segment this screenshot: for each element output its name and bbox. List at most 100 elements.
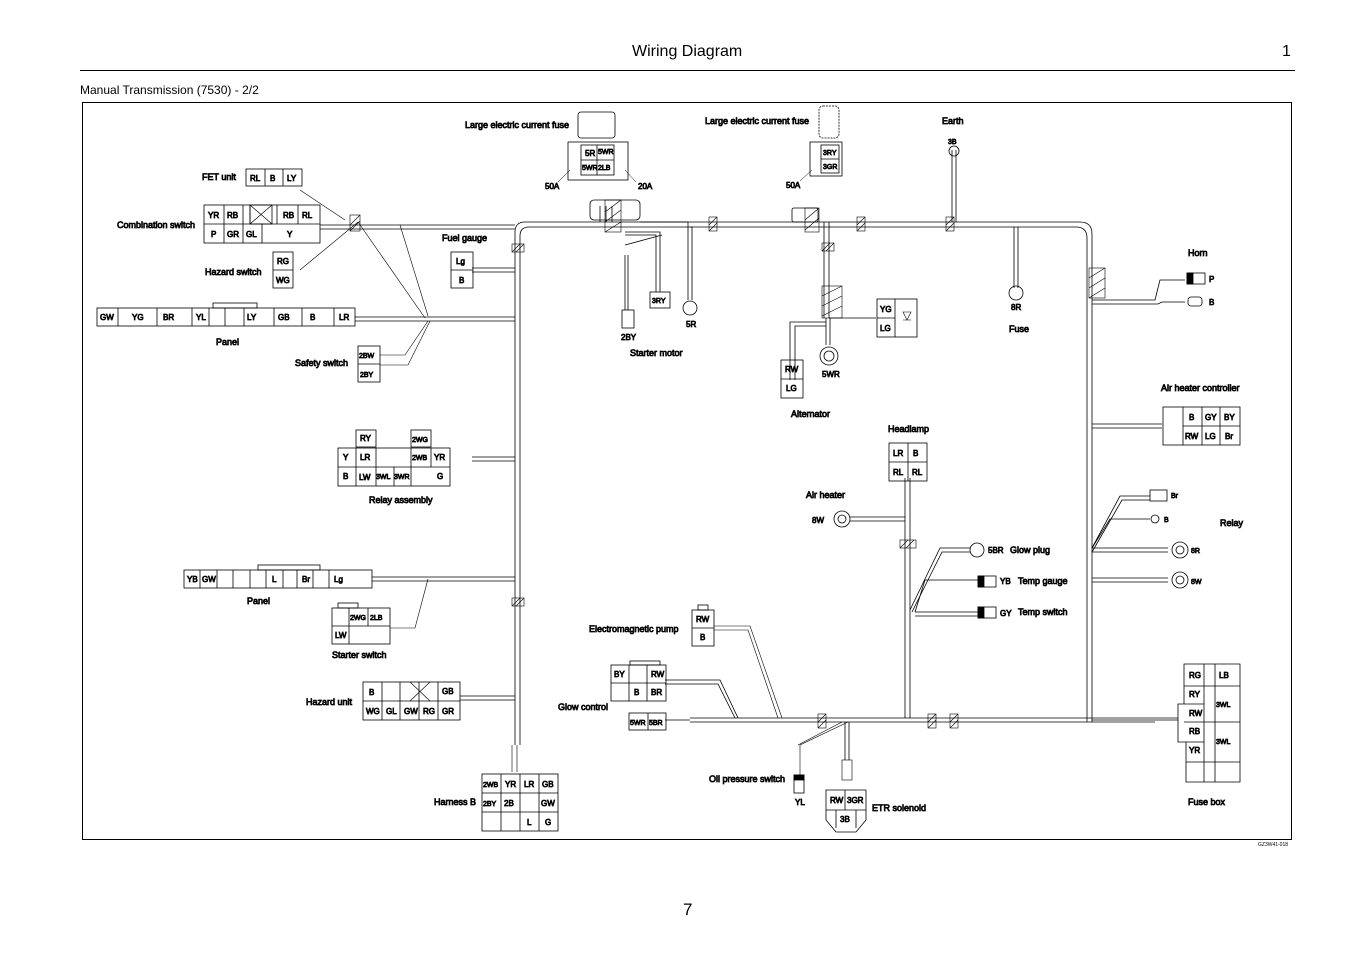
alt-wire-1: LG — [880, 324, 891, 333]
comb-r2-0: P — [211, 230, 216, 239]
comb-label: Combination switch — [117, 220, 195, 230]
glowctl-r3-1: 5BR — [649, 720, 663, 727]
harnessb-r3-3: G — [545, 818, 551, 827]
fbox-label: Fuse box — [1188, 797, 1226, 807]
empump-label: Electromagnetic pump — [589, 624, 679, 634]
hazunit-r1-4: GB — [442, 687, 454, 696]
ra-bot-1: LW — [359, 473, 371, 482]
head-cell-1: B — [913, 449, 918, 458]
panel2-cell-1: GW — [202, 575, 216, 584]
etr-cell-0: RW — [830, 796, 844, 805]
ra-label: Relay assembly — [369, 495, 433, 505]
fet-cell-1: B — [270, 174, 275, 183]
air-heater: 8W Air heater — [806, 490, 851, 528]
fuse1-rating-left: 50A — [545, 182, 560, 191]
large-fuse-1: 5R 5WR 5WR 2LB Large electric current fu… — [465, 111, 653, 221]
head-label: Headlamp — [888, 424, 929, 434]
earth-wire: 3B — [948, 139, 957, 146]
panel1-cell-5: LY — [247, 313, 257, 322]
ahc-r1-2: BY — [1224, 413, 1235, 422]
fuse1-rating-right: 20A — [638, 182, 653, 191]
fbox-left-3: RB — [1189, 727, 1200, 736]
starter-sw-label: Starter switch — [332, 650, 387, 660]
fuse1-cell-2: 5WR — [582, 165, 598, 172]
main-harness — [299, 150, 1185, 775]
ahc-r2-2: Br — [1225, 432, 1233, 441]
etr-cell-1: 3GR — [847, 796, 864, 805]
fbox-right-1: 3WL — [1216, 702, 1231, 709]
safety-label: Safety switch — [295, 358, 348, 368]
ra-top-1: 2WG — [412, 437, 428, 444]
oil-pressure-switch: YL Oil pressure switch — [709, 774, 806, 808]
comb-r2-1: GR — [227, 230, 239, 239]
comb-r1-3: RB — [283, 211, 294, 220]
head-cell-2: RL — [893, 468, 904, 477]
fbox-left-2: RW — [1189, 709, 1203, 718]
starter-sw-cell-0: 2WG — [350, 615, 366, 622]
glow-plug: 5BR Glow plug — [969, 542, 1050, 558]
panel-1: GW YG BR YL LY GB B LR Panel — [96, 302, 356, 347]
ra-top-0: RY — [360, 434, 372, 443]
oil-label: Oil pressure switch — [709, 774, 785, 784]
starter-motor: 3RY 5R 2BY Starter motor — [621, 291, 698, 358]
hazunit-r1-0: B — [369, 688, 374, 697]
fuse-8r: 8R Fuse — [1008, 285, 1029, 334]
safety-switch: 2BW 2BY Safety switch — [295, 345, 381, 383]
ra-bot-0: B — [343, 472, 348, 481]
fuse8r-wire: 8R — [1011, 303, 1021, 312]
fuel-cell-1: B — [459, 276, 464, 285]
fuse8r-label: Fuse — [1009, 324, 1029, 334]
panel1-cell-3: YL — [196, 313, 206, 322]
relay-label: Relay — [1220, 518, 1244, 528]
tempswitch-wire: GY — [1000, 609, 1012, 618]
footer-page-number: 7 — [683, 900, 693, 919]
empump-cell-0: RW — [696, 615, 710, 624]
harnessb-r1-2: LR — [524, 780, 534, 789]
fuse2-rating: 50A — [786, 181, 801, 190]
fbox-right-0: LB — [1219, 671, 1229, 680]
glowctl-r2-2: BR — [651, 688, 662, 697]
relay-wire-1: B — [1164, 517, 1169, 524]
hazunit-r2-4: GR — [442, 707, 454, 716]
safety-cell-0: 2BW — [359, 353, 375, 360]
panel1-label: Panel — [216, 337, 239, 347]
panel2-cell-8: Lg — [334, 575, 343, 584]
panel2-label: Panel — [247, 596, 270, 606]
fuel-cell-0: Lg — [456, 257, 465, 266]
head-cell-3: RL — [912, 468, 923, 477]
air-heater-controller: B GY BY RW LG Br Air heater controller — [1161, 383, 1241, 446]
ahc-label: Air heater controller — [1161, 383, 1240, 393]
fet-cell-0: RL — [250, 174, 261, 183]
earth: Earth 3B — [942, 116, 964, 157]
harnessb-r2-0: 2BY — [483, 801, 497, 808]
ahc-r2-0: RW — [1185, 432, 1199, 441]
fbox-right-2: 3WL — [1216, 739, 1231, 746]
temp-switch: GY Temp switch — [977, 606, 1068, 619]
starter-wire-2: 2BY — [621, 333, 637, 342]
diagram-frame — [82, 102, 1292, 840]
harnessb-r1-1: YR — [505, 780, 516, 789]
fuse2-label: Large electric current fuse — [705, 116, 809, 126]
headlamp: LR B RL RL Headlamp — [888, 424, 929, 482]
airheater-wire: 8W — [812, 516, 824, 525]
ra-mid-0: Y — [343, 453, 349, 462]
safety-cell-1: 2BY — [360, 372, 374, 379]
panel2-cell-6: Br — [302, 575, 310, 584]
alternator: YG LG RW LG 5WR Alternator — [780, 298, 918, 419]
glow-control: BY RW B BR 5WR 5BR Glow control — [558, 660, 667, 731]
alt-wire-2: RW — [785, 365, 799, 374]
hazsw-label: Hazard switch — [205, 267, 262, 277]
starter-wire-0: 3RY — [652, 298, 666, 305]
relay-wire-2: 8R — [1191, 548, 1200, 555]
comb-r1-1: RB — [227, 211, 238, 220]
panel1-cell-7: B — [310, 313, 315, 322]
empump-cell-1: B — [700, 633, 705, 642]
fuse1-cell-0: 5R — [585, 149, 595, 158]
ra-mid-2: 2WB — [412, 455, 428, 462]
comb-r1-4: RL — [302, 211, 313, 220]
ra-bot-3: 3WR — [394, 474, 410, 481]
hazsw-cell-1: WG — [276, 276, 290, 285]
fuse1-cell-3: 2LB — [598, 165, 611, 172]
panel-2: YB GW L Br Lg Panel — [183, 564, 373, 606]
hazunit-label: Hazard unit — [306, 697, 353, 707]
